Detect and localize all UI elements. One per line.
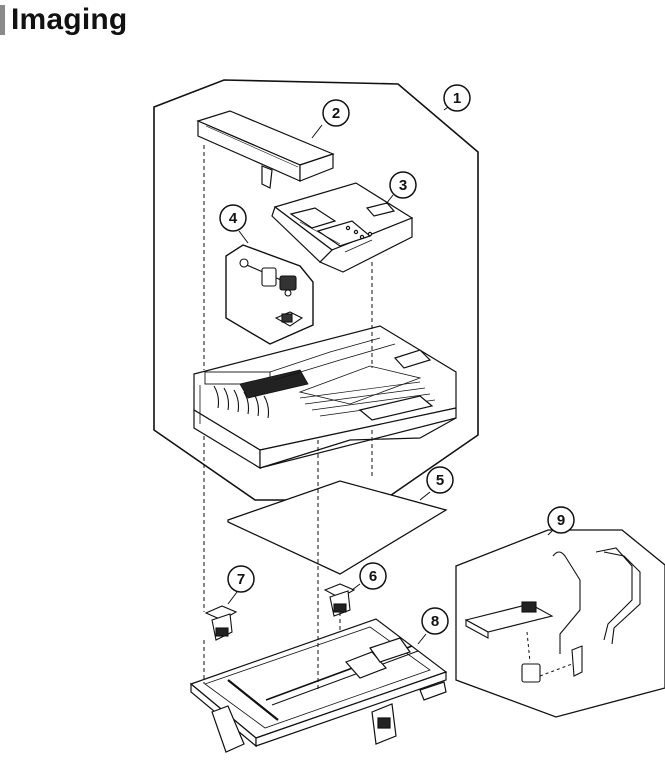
callout-6-leader [351, 583, 361, 591]
callout-7: 7 [227, 565, 255, 593]
svg-text:9: 9 [557, 512, 565, 529]
svg-text:1: 1 [453, 90, 461, 107]
part-9-leader-dashed [526, 631, 531, 663]
part-7-hinge [204, 605, 238, 641]
part-3-input-tray [271, 182, 414, 273]
adf-base-unit [193, 325, 457, 470]
page-title: Imaging [11, 3, 128, 36]
svg-text:8: 8 [431, 613, 439, 630]
callout-8-leader [417, 633, 427, 645]
part-5-scanner-glass [227, 480, 448, 575]
callout-3-leader [385, 194, 394, 205]
svg-text:2: 2 [332, 105, 340, 122]
callout-4-leader [238, 230, 249, 244]
part-9-leader-dashed-2 [539, 663, 573, 677]
callout-5-leader [419, 491, 431, 501]
callout-3: 3 [389, 171, 417, 199]
callout-2-leader [311, 124, 323, 139]
callout-1: 1 [443, 84, 471, 112]
callout-8: 8 [421, 607, 449, 635]
svg-text:4: 4 [229, 210, 238, 227]
callout-6: 6 [359, 562, 387, 590]
assembly-1-boundary [153, 79, 479, 501]
callout-9: 9 [547, 506, 575, 534]
alignment-lines [203, 145, 373, 690]
svg-text:5: 5 [436, 472, 444, 489]
svg-text:7: 7 [237, 571, 245, 588]
callout-5: 5 [426, 466, 454, 494]
title-accent-bar [0, 5, 5, 35]
svg-text:3: 3 [399, 177, 407, 194]
callout-2: 2 [322, 99, 350, 127]
callout-4: 4 [219, 204, 247, 232]
part-9-sensor-kit [464, 547, 641, 683]
part-2-top-cover [196, 110, 335, 189]
page-title-wrap: Imaging [0, 0, 127, 40]
callout-7-leader [227, 591, 238, 605]
svg-text:6: 6 [369, 568, 377, 585]
part-4-pick-roller [239, 258, 304, 327]
part-4-boundary [225, 244, 314, 345]
part-6-hinge [323, 583, 356, 617]
